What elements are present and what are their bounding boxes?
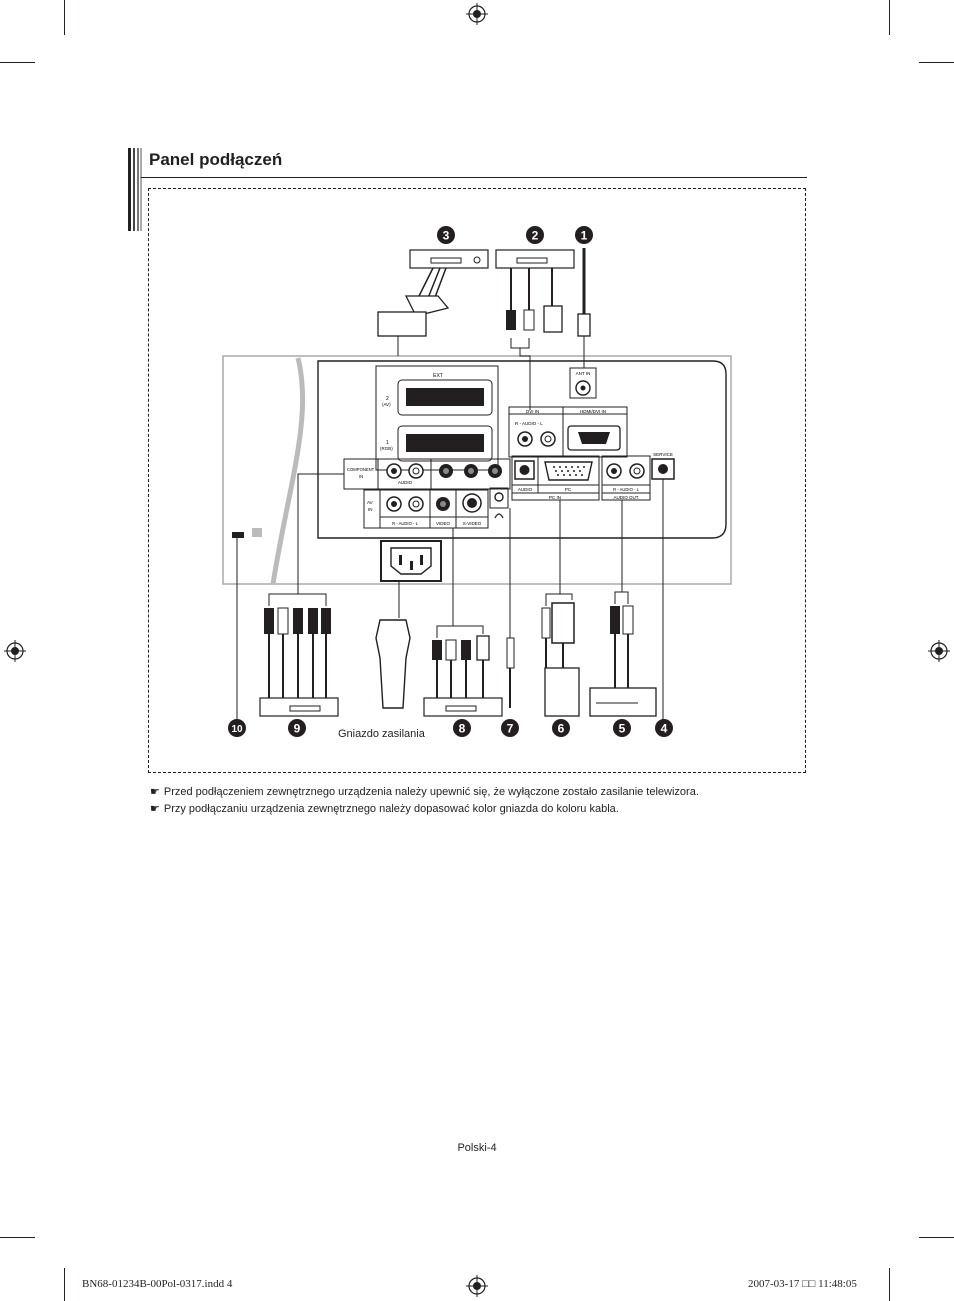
ext1-sub-label: (RGB) — [380, 446, 393, 451]
headphone-icon — [494, 513, 504, 519]
s-video-label: S-VIDEO — [463, 521, 482, 526]
diagram-frame — [148, 188, 806, 773]
ant-in-port: ANT IN — [569, 367, 597, 399]
callout-8: 8 — [453, 719, 471, 737]
svg-text:6: 6 — [558, 722, 565, 736]
callout-10: 10 — [228, 719, 246, 737]
dvi-hdmi-block: DVI IN HDMI/DVI IN R - AUDIO - L — [508, 406, 628, 458]
note-item: ☛Przed podłączeniem zewnętrznego urządze… — [150, 784, 699, 801]
tv-back-outline — [222, 355, 732, 585]
svg-text:8: 8 — [459, 722, 466, 736]
crop-mark — [919, 1237, 954, 1238]
svg-text:10: 10 — [231, 724, 243, 735]
audio-out-block: R - AUDIO - L AUDIO OUT — [601, 455, 651, 501]
ext1-label: 1 — [386, 440, 389, 446]
ext2-label: 2 — [386, 396, 389, 402]
callout-6: 6 — [552, 719, 570, 737]
service-port: SERVICE — [651, 452, 675, 480]
title-accent-bar — [128, 148, 142, 231]
note-item: ☛Przy podłączaniu urządzenia zewnętrzneg… — [150, 801, 699, 818]
component-in-label: COMPONENT — [347, 467, 375, 472]
svg-text:2: 2 — [532, 229, 539, 243]
ext2-sub-label: (AV) — [382, 402, 391, 407]
power-plug — [375, 582, 411, 709]
pc-in-block: AUDIO PC PC IN — [511, 455, 600, 501]
svg-text:4: 4 — [661, 722, 668, 736]
svg-text:5: 5 — [619, 722, 626, 736]
service-label: SERVICE — [653, 452, 673, 457]
tv-back-panel — [317, 360, 727, 539]
note-text: Przy podłączaniu urządzenia zewnętrznego… — [163, 802, 619, 815]
callout-2: 2 — [526, 226, 544, 244]
page-title: Panel podłączeń — [149, 150, 283, 169]
kensington-slot — [232, 532, 244, 538]
registration-mark-icon — [928, 640, 950, 662]
callout-1: 1 — [575, 226, 593, 244]
audio-out-label: AUDIO OUT — [613, 495, 638, 500]
dvi-in-label: DVI IN — [526, 409, 539, 414]
pointing-hand-icon: ☛ — [150, 801, 160, 815]
audio-out-top-label: R - AUDIO - L — [613, 487, 639, 492]
pc-device — [541, 500, 580, 717]
callout-4: 4 — [655, 719, 673, 737]
lock-icon — [252, 528, 262, 537]
page-number: Polski-4 — [457, 1142, 497, 1154]
scart-device — [377, 249, 489, 356]
component-device — [259, 473, 344, 717]
component-in-block: COMPONENT IN AUDIO — [343, 458, 511, 490]
ext-scart-block: EXT 2 (AV) 1 (RGB) — [375, 365, 499, 471]
crop-mark — [889, 0, 890, 35]
ant-in-label: ANT IN — [576, 371, 591, 376]
av-in-label: AV — [367, 500, 373, 505]
crop-mark — [0, 62, 35, 63]
registration-mark-icon — [466, 1275, 488, 1297]
headphone-plug — [506, 508, 515, 708]
audio-out-device — [589, 500, 657, 717]
power-socket-label: Gniazdo zasilania — [338, 728, 425, 740]
crop-mark — [64, 0, 65, 35]
svg-text:3: 3 — [443, 229, 450, 243]
note-text: Przed podłączeniem zewnętrznego urządzen… — [163, 786, 699, 798]
callout-7: 7 — [501, 719, 519, 737]
crop-mark — [889, 1268, 890, 1301]
notes: ☛Przed podłączeniem zewnętrznego urządze… — [150, 784, 699, 817]
crop-mark — [64, 1268, 65, 1301]
file-slug: BN68-01234B-00Pol-0317.indd 4 — [82, 1278, 233, 1290]
hdmi-dvi-in-label: HDMI/DVI IN — [580, 409, 606, 414]
dvi-audio-label: R - AUDIO - L — [515, 421, 543, 426]
dvi-device — [495, 249, 575, 410]
registration-mark-icon — [4, 640, 26, 662]
component-in-label-2: IN — [359, 474, 363, 479]
video-label: VIDEO — [436, 521, 451, 526]
pointing-hand-icon: ☛ — [150, 785, 160, 798]
crop-mark — [919, 62, 954, 63]
callout-5: 5 — [613, 719, 631, 737]
callout-3: 3 — [437, 226, 455, 244]
title-rule — [141, 177, 807, 178]
crop-mark — [0, 1237, 35, 1238]
pc-label: PC — [565, 487, 572, 492]
av-in-block: AV IN R - AUDIO - L VIDEO S-VIDEO — [363, 489, 489, 529]
callout-9: 9 — [288, 719, 306, 737]
power-socket — [380, 540, 442, 582]
date-slug: 2007-03-17 □□ 11:48:05 — [748, 1278, 857, 1290]
registration-mark-icon — [466, 3, 488, 25]
pc-audio-label: AUDIO — [518, 487, 533, 492]
av-device — [423, 528, 503, 717]
av-in-label-2: IN — [368, 507, 373, 512]
svg-text:7: 7 — [507, 722, 514, 736]
svg-text:9: 9 — [294, 722, 301, 736]
component-audio-label: AUDIO — [398, 480, 413, 485]
antenna-cable — [577, 248, 591, 368]
connection-diagram: EXT 2 (AV) 1 (RGB) ANT IN DVI IN HDMI/DV… — [222, 226, 732, 737]
av-audio-label: R - AUDIO - L — [392, 521, 418, 526]
svg-text:1: 1 — [581, 229, 588, 243]
pc-in-label: PC IN — [549, 495, 561, 500]
headphone-port — [489, 487, 509, 519]
ext-label: EXT — [433, 373, 443, 379]
